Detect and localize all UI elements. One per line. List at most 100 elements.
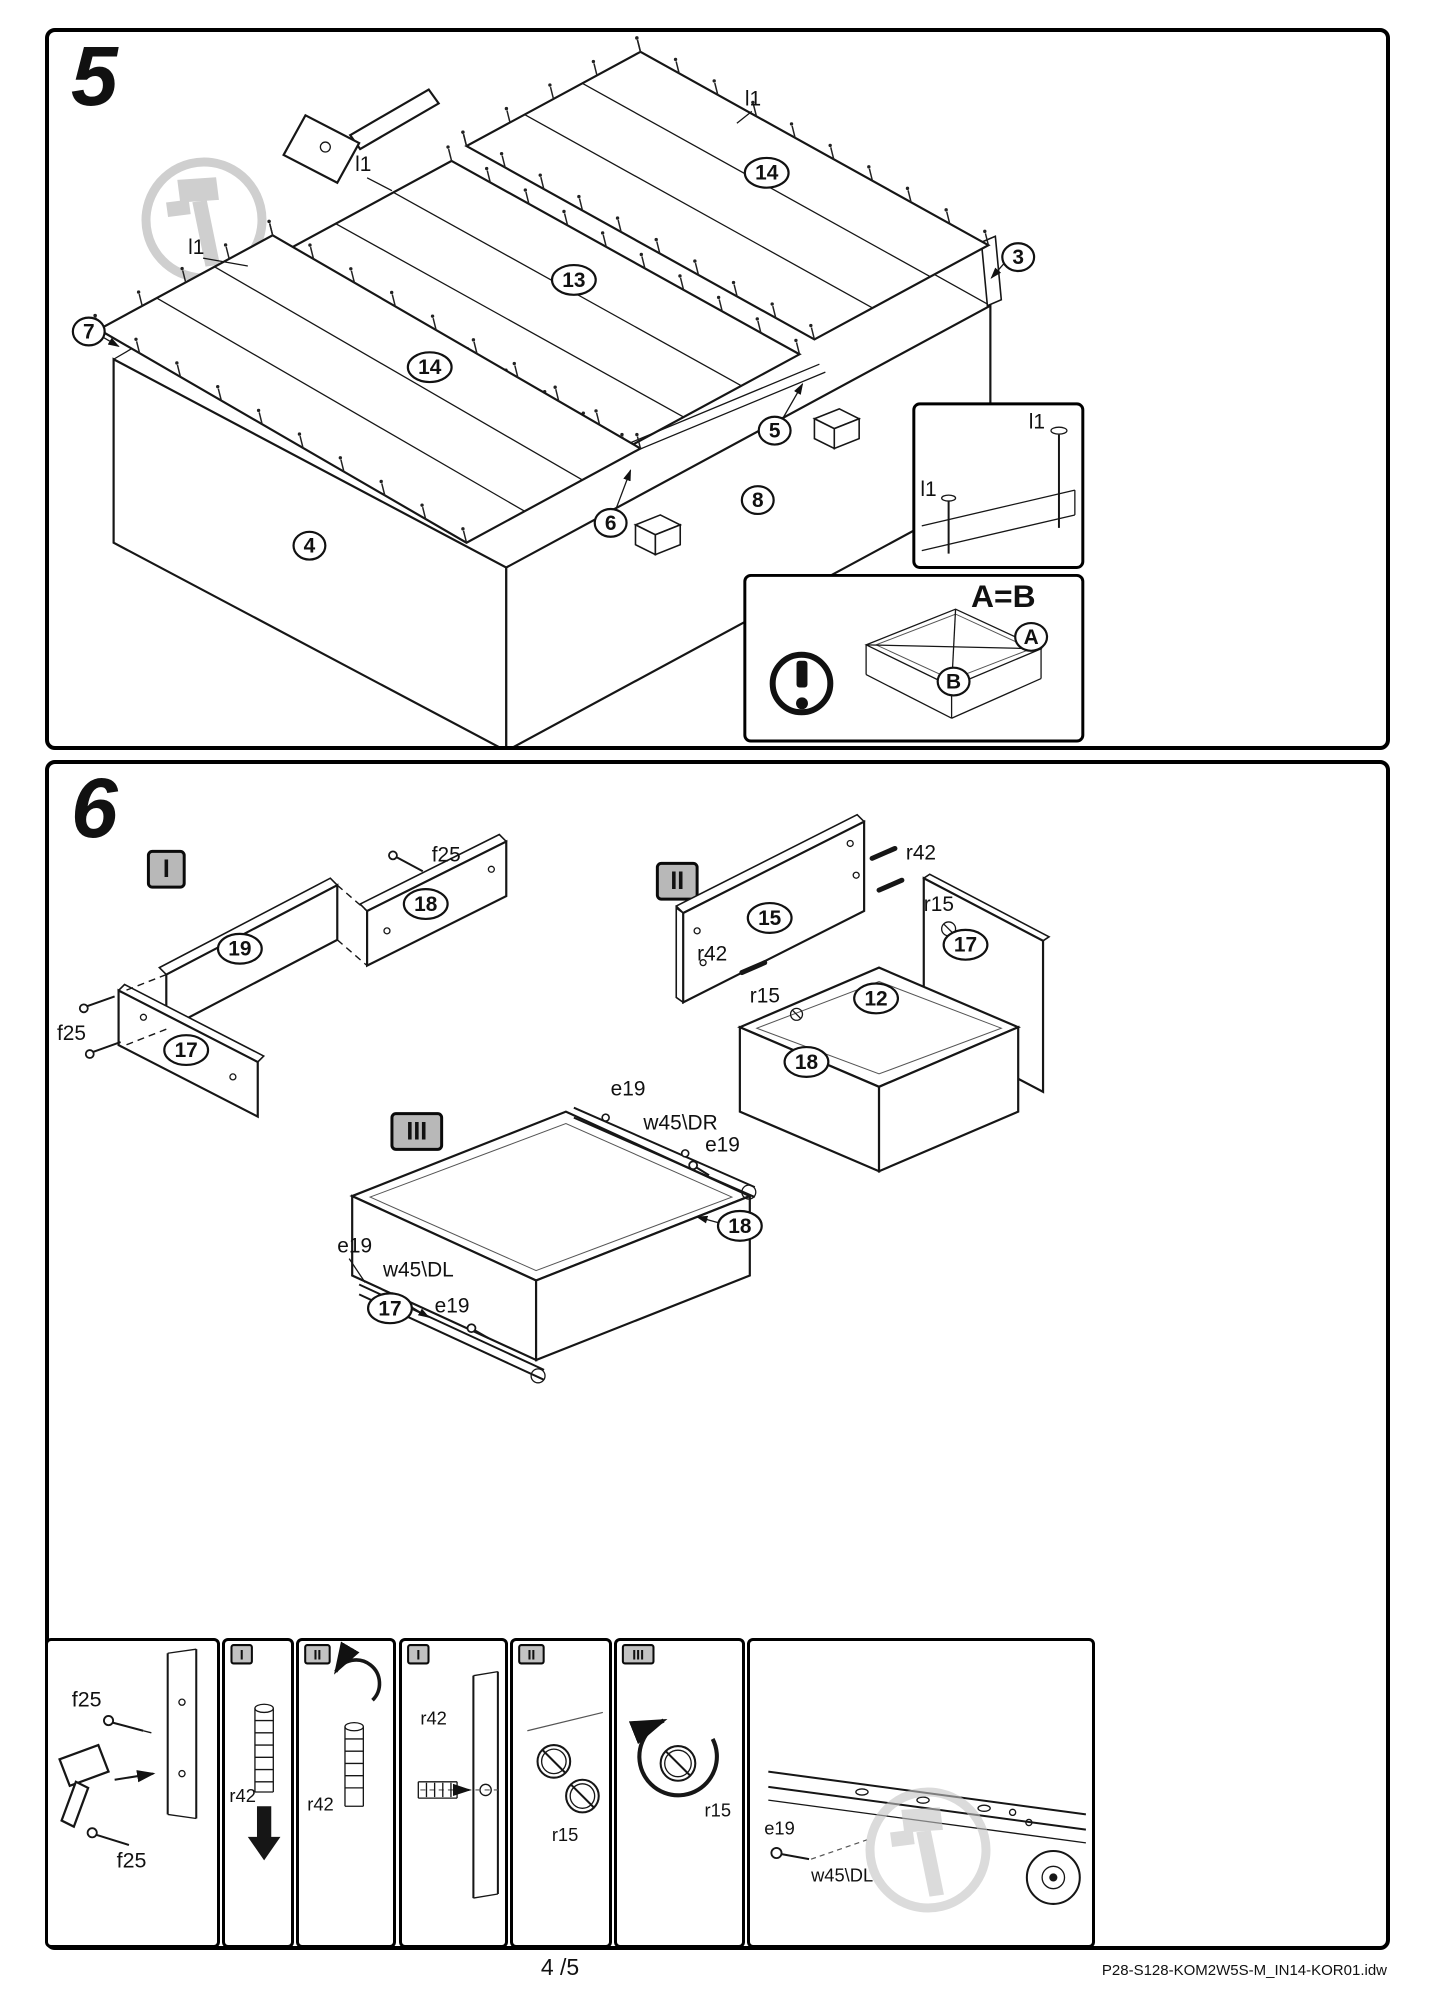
e19-label: e19 — [435, 1294, 470, 1317]
svg-text:17: 17 — [954, 934, 977, 957]
r42-label: r42 — [229, 1785, 256, 1806]
substep1: I — [57, 833, 508, 1119]
page-number: 4 /5 — [540, 1954, 580, 1980]
dowel-icon — [344, 1721, 365, 1807]
step5-panel: 5 — [45, 28, 1390, 750]
step6-number: 6 — [71, 761, 118, 855]
l1-label: l1 — [355, 153, 371, 176]
nail-label-top: l1 — [736, 87, 761, 124]
dowel-icon — [254, 1703, 274, 1793]
detail-roller-rail-box: e19 w45\DL — [747, 1638, 1095, 1948]
w45dr-label: w45\DR — [642, 1112, 717, 1135]
svg-text:18: 18 — [795, 1051, 818, 1074]
r42-label: r42 — [906, 841, 936, 864]
dowel-icon — [869, 845, 905, 893]
r42-label: r42 — [697, 943, 727, 966]
callout-13: 13 — [550, 263, 597, 296]
nail-left — [941, 494, 957, 554]
callout-4: 4 — [292, 530, 327, 561]
nail-row — [446, 145, 801, 355]
cam-lock-icon — [565, 1778, 600, 1814]
callout-3: 3 — [990, 242, 1036, 279]
f25-label: f25 — [432, 843, 461, 866]
roller-wheel-icon — [1025, 1850, 1081, 1905]
detail-hammer-box: f25 f25 — [45, 1638, 220, 1948]
diagonal-b-label: B — [936, 666, 971, 697]
svg-text:I: I — [416, 1647, 420, 1663]
l1-label: l1 — [188, 236, 204, 259]
rotate-arrow-icon — [628, 1718, 719, 1798]
svg-text:12: 12 — [864, 987, 887, 1010]
svg-text:3: 3 — [1012, 246, 1024, 269]
step5-drawing: l1 l1 l1 14 13 14 4 8 — [71, 36, 1085, 746]
svg-text:5: 5 — [769, 420, 781, 443]
cam-lock-icon — [536, 1744, 572, 1779]
svg-text:B: B — [946, 671, 961, 694]
svg-text:19: 19 — [228, 938, 251, 961]
panel-edge — [166, 1648, 198, 1820]
substep-tag: I — [230, 1644, 253, 1665]
svg-text:4: 4 — [304, 535, 316, 558]
svg-text:I: I — [163, 856, 170, 883]
panel-edge — [472, 1670, 499, 1899]
substep2: II r42 r42 — [655, 813, 1051, 1173]
substep3: III e19 w45\DR e19 — [337, 1078, 763, 1384]
l1-label: l1 — [920, 478, 936, 501]
detail-cam-turn-box: III r15 — [614, 1638, 745, 1948]
w45dl-label: w45\DL — [810, 1865, 873, 1886]
detail-panel-dowel-box: I r42 — [399, 1638, 508, 1948]
r42-label: r42 — [420, 1708, 447, 1729]
e19-label: e19 — [705, 1133, 740, 1156]
svg-text:III: III — [406, 1118, 427, 1145]
screw-icon — [466, 1323, 489, 1339]
detail-cam-insert-box: II r15 — [510, 1638, 612, 1948]
corner-block — [812, 407, 862, 450]
e19-label: e19 — [337, 1235, 372, 1258]
callout-8: 8 — [740, 485, 775, 516]
callout-12: 12 — [853, 982, 900, 1015]
substep-tag: II — [518, 1644, 545, 1665]
callout-18: 18 — [695, 1209, 763, 1242]
svg-text:A: A — [1024, 626, 1039, 649]
r15-label: r15 — [750, 984, 780, 1007]
substep3-header: III — [390, 1112, 444, 1151]
svg-text:18: 18 — [728, 1215, 751, 1238]
svg-text:13: 13 — [562, 269, 585, 292]
r15-label: r15 — [924, 893, 954, 916]
f25-label: f25 — [72, 1687, 102, 1711]
callout-18: 18 — [783, 1045, 830, 1078]
warning-icon — [769, 651, 834, 716]
screw-icon — [103, 1715, 152, 1734]
svg-text:II: II — [670, 868, 684, 895]
nail-right — [1050, 426, 1068, 528]
ab-formula: A=B — [971, 578, 1036, 614]
rail-right — [573, 1106, 757, 1200]
callout-5: 5 — [757, 382, 804, 446]
svg-text:18: 18 — [414, 893, 437, 916]
r15-label: r15 — [552, 1824, 579, 1845]
insert-arrow — [114, 1770, 156, 1783]
nail-inset-box: l1 l1 — [912, 402, 1085, 569]
screw-icon — [78, 995, 121, 1059]
detail-dowel-insert-box: I r42 — [222, 1638, 294, 1948]
svg-text:8: 8 — [752, 489, 764, 512]
r15-label: r15 — [704, 1799, 731, 1820]
e19-label: e19 — [764, 1818, 795, 1839]
drawer-18 — [349, 1110, 753, 1362]
dowel-icon — [739, 960, 768, 976]
hammer-icon — [282, 88, 441, 185]
l1-label: l1 — [1029, 411, 1045, 434]
diagonal-a-label: A — [1014, 621, 1049, 652]
callout-18: 18 — [402, 888, 449, 921]
screw-icon — [688, 1160, 710, 1177]
l1-label: l1 — [745, 87, 761, 110]
svg-text:III: III — [632, 1647, 644, 1663]
down-arrow-icon — [247, 1806, 281, 1861]
corner-block — [633, 514, 683, 556]
substep1-header: I — [146, 849, 186, 889]
substep2-header: II — [655, 861, 699, 901]
rotate-arrow-icon — [333, 1641, 382, 1702]
hammer-icon — [58, 1743, 110, 1829]
cam-lock-icon — [659, 1745, 697, 1782]
